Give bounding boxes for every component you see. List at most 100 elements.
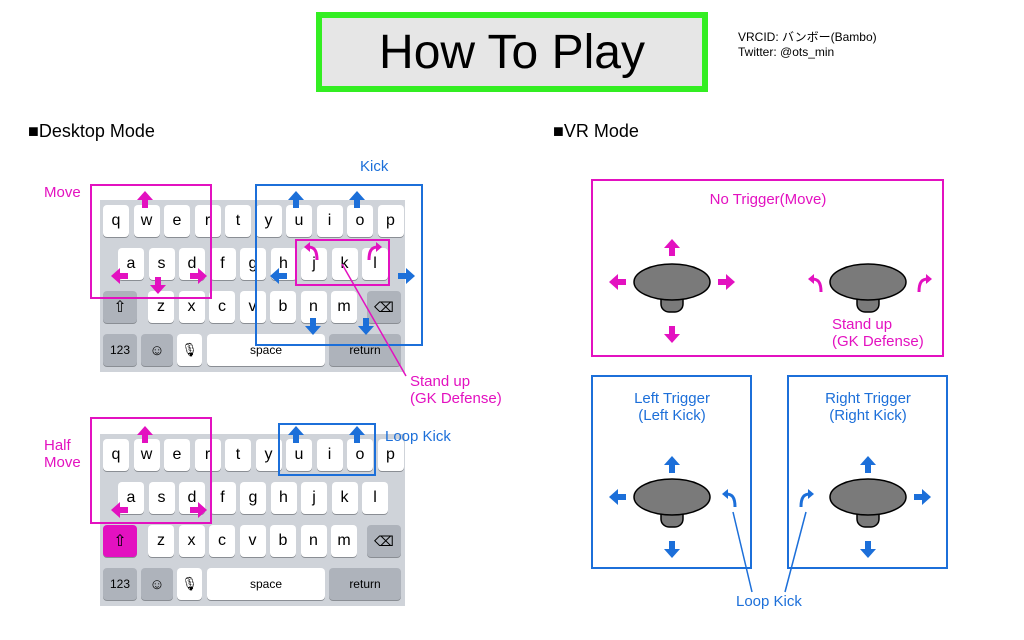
arrow-left-icon (111, 502, 128, 518)
key-x[interactable]: x (178, 291, 205, 323)
arrow-up-icon (860, 456, 876, 473)
key-v[interactable]: v (239, 525, 266, 557)
key-f[interactable]: f (209, 482, 236, 514)
curved-arrow-right-icon (367, 240, 384, 262)
emoji-key[interactable]: ☺ (141, 568, 173, 600)
arrow-right-icon (914, 489, 931, 505)
mic-icon: 🎙 (181, 342, 198, 357)
key-123[interactable]: 123 (103, 568, 137, 600)
key-r[interactable]: r (194, 205, 221, 237)
key-n[interactable]: n (300, 525, 327, 557)
return-key[interactable]: return (329, 568, 401, 600)
arrow-left-icon (270, 268, 287, 284)
key-m[interactable]: m (331, 525, 357, 557)
key-q[interactable]: q (103, 439, 129, 471)
key-g[interactable]: g (240, 482, 266, 514)
key-w[interactable]: w (133, 205, 160, 237)
label-half-move: Half Move (44, 437, 81, 471)
arrow-up-icon (137, 426, 153, 443)
key-o[interactable]: o (347, 439, 373, 471)
key-p[interactable]: p (377, 205, 404, 237)
key-z[interactable]: z (148, 525, 174, 557)
key-w[interactable]: w (133, 439, 160, 471)
key-f[interactable]: f (209, 248, 236, 280)
credit-twitter: Twitter: @ots_min (738, 45, 835, 59)
joystick-icon (633, 478, 711, 528)
key-b[interactable]: b (270, 291, 296, 323)
key-c[interactable]: c (209, 525, 235, 557)
shift-icon: ⇧ (113, 299, 127, 316)
space-key[interactable]: space (207, 334, 325, 366)
key-j[interactable]: j (301, 248, 327, 280)
key-i[interactable]: i (316, 439, 343, 471)
key-u[interactable]: u (286, 205, 312, 237)
vr-right-trigger-box (787, 375, 948, 569)
curved-arrow-left-icon (806, 272, 823, 294)
kick-box (255, 184, 423, 346)
key-p[interactable]: p (377, 439, 404, 471)
arrow-up-icon (288, 191, 304, 208)
label-loop-kick-desktop: Loop Kick (385, 428, 451, 445)
key-h[interactable]: h (270, 482, 297, 514)
key-n[interactable]: n (300, 291, 327, 323)
key-e[interactable]: e (164, 205, 190, 237)
arrow-up-icon (664, 239, 680, 256)
key-k[interactable]: k (331, 482, 358, 514)
key-123[interactable]: 123 (103, 334, 137, 366)
key-v[interactable]: v (239, 291, 266, 323)
key-e[interactable]: e (164, 439, 190, 471)
loop-kick-pointer-right (784, 511, 807, 593)
label-right-trigger: Right Trigger (Right Kick) (825, 390, 911, 424)
arrow-up-icon (288, 426, 304, 443)
key-k[interactable]: k (331, 248, 358, 280)
joystick-icon (633, 263, 711, 313)
key-x[interactable]: x (178, 525, 205, 557)
key-z[interactable]: z (148, 291, 174, 323)
key-g[interactable]: g (240, 248, 266, 280)
mic-key[interactable]: 🎙 (177, 568, 202, 600)
loop-kick-pointer-left (732, 511, 753, 593)
key-j[interactable]: j (301, 482, 327, 514)
curved-arrow-right-icon (799, 487, 816, 509)
key-u[interactable]: u (286, 439, 312, 471)
key-s[interactable]: s (148, 248, 175, 280)
arrow-left-icon (609, 489, 626, 505)
stand-up-pointer (341, 263, 407, 377)
key-t[interactable]: t (225, 205, 251, 237)
space-key[interactable]: space (207, 568, 325, 600)
section-vr: ■VR Mode (553, 121, 639, 141)
arrow-right-icon (718, 274, 735, 290)
key-o[interactable]: o (347, 205, 373, 237)
label-move: Move (44, 184, 81, 201)
shift-icon: ⇧ (113, 533, 127, 550)
arrow-up-icon (664, 456, 680, 473)
stand-up-box (295, 239, 390, 286)
arrow-right-icon (190, 268, 207, 284)
key-l[interactable]: l (362, 482, 388, 514)
backspace-key[interactable]: ⌫ (367, 525, 401, 557)
shift-key[interactable]: ⇧ (103, 291, 137, 323)
emoji-key[interactable]: ☺ (141, 334, 173, 366)
vr-no-trigger-box (591, 179, 944, 357)
key-t[interactable]: t (225, 439, 251, 471)
key-s[interactable]: s (148, 482, 175, 514)
backspace-key[interactable]: ⌫ (367, 291, 401, 323)
credit-vrcid: VRCID: バンボー(Bambo) (738, 30, 877, 44)
label-kick: Kick (360, 158, 389, 175)
mic-key[interactable]: 🎙 (177, 334, 202, 366)
key-y[interactable]: y (255, 439, 282, 471)
emoji-icon: ☺ (149, 575, 165, 593)
return-key[interactable]: return (329, 334, 401, 366)
half-move-box (90, 417, 212, 524)
shift-key[interactable]: ⇧ (103, 525, 137, 557)
key-l[interactable]: l (362, 248, 388, 280)
key-m[interactable]: m (331, 291, 357, 323)
arrow-left-icon (111, 268, 128, 284)
key-q[interactable]: q (103, 205, 129, 237)
key-r[interactable]: r (194, 439, 221, 471)
key-b[interactable]: b (270, 525, 296, 557)
key-c[interactable]: c (209, 291, 235, 323)
key-i[interactable]: i (316, 205, 343, 237)
key-y[interactable]: y (255, 205, 282, 237)
joystick-icon (829, 263, 907, 313)
